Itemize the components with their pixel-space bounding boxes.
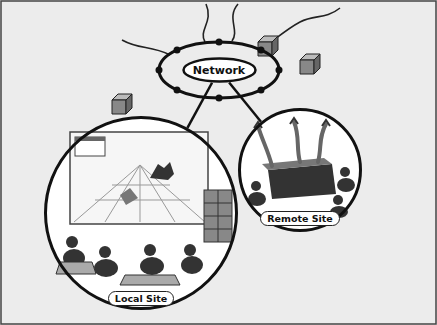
site-circle: Remote Site <box>238 108 362 232</box>
site-label: Remote Site <box>260 211 340 226</box>
node-label: Network <box>193 64 245 77</box>
network-link <box>187 83 212 128</box>
site-circle: Local Site <box>44 116 238 310</box>
local-site-scene <box>45 117 237 309</box>
outline <box>183 59 255 82</box>
network-ring <box>156 39 283 102</box>
site-label: Local Site <box>108 291 174 306</box>
outline <box>240 110 361 231</box>
text-holder: Network <box>182 57 257 83</box>
server-cubes <box>112 36 320 114</box>
circle-outline <box>44 116 238 310</box>
network-link <box>229 83 261 122</box>
network-cables <box>122 4 340 55</box>
network-node: Network <box>182 57 257 83</box>
remote-site-scene <box>239 109 361 231</box>
outline <box>46 118 237 309</box>
